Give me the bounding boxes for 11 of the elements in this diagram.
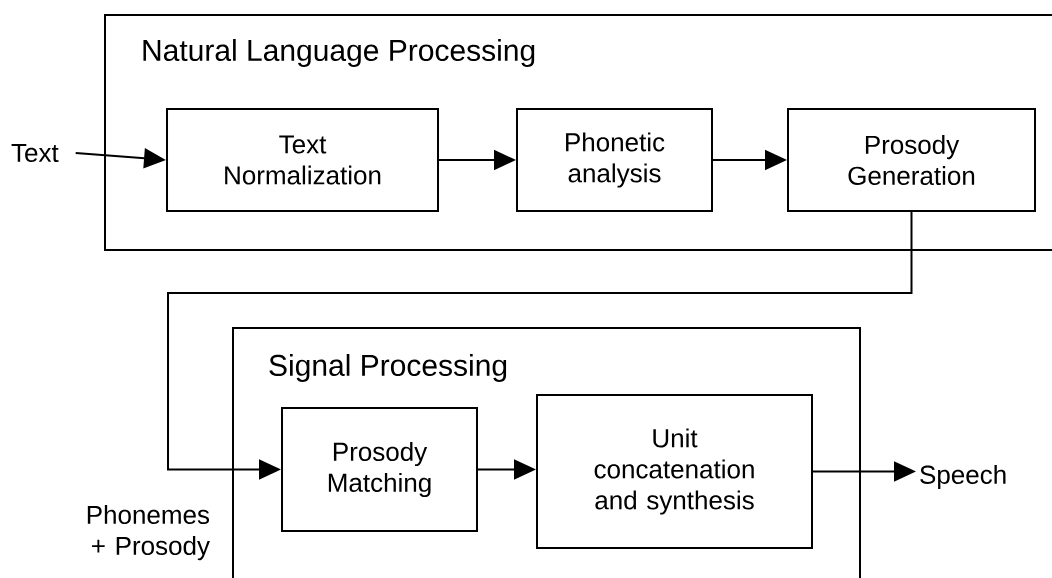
process-box: Unit concatenation and synthesis <box>536 394 813 549</box>
io-label: Speech <box>920 464 1006 490</box>
arrow <box>167 211 913 480</box>
process-box: Prosody Matching <box>281 407 478 532</box>
panel-heading: Signal Processing <box>269 354 507 382</box>
panel-heading: Natural Language Processing <box>143 39 535 67</box>
io-label: Text <box>11 143 59 163</box>
process-box: Phonetic analysis <box>516 108 713 212</box>
edge-label: Phonemes + Prosody <box>87 505 210 561</box>
process-box: Text Normalization <box>166 108 439 212</box>
process-box: Prosody Generation <box>787 108 1036 212</box>
